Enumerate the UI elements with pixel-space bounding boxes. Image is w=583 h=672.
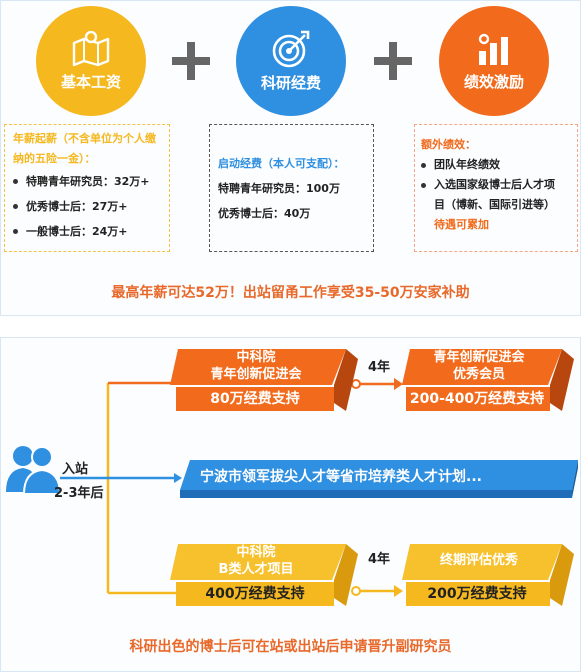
- salary-heading: 年薪起薪（不含单位为个人缴: [13, 132, 156, 145]
- row3-right-bot: 200万经费支持: [427, 586, 527, 602]
- bar-chart-icon: [478, 33, 508, 65]
- research-fund-circle: 科研经费: [236, 6, 346, 116]
- row1-right-mid: 优秀会员: [452, 367, 505, 382]
- target-icon: [272, 30, 310, 67]
- fund-line: 优秀博士后：40万: [218, 207, 311, 220]
- people-icon: [6, 446, 62, 495]
- row3-arrow-label: 4年: [368, 552, 391, 567]
- basic-salary-label: 基本工资: [60, 72, 121, 91]
- plus-icon: [172, 42, 210, 80]
- basic-salary-circle: 基本工资: [36, 6, 146, 116]
- map-icon: [72, 30, 110, 66]
- row1-left-top: 中科院: [236, 350, 276, 365]
- salary-item: 特聘青年研究员：32万+: [13, 169, 161, 194]
- perf-item-cont: 目（博新、国际引进等）: [434, 198, 555, 211]
- salary-item: 一般博士后：24万+: [13, 219, 161, 244]
- performance-box: 额外绩效： 团队年终绩效 入选国家级博士后人才项 目（博新、国际引进等） 待遇可…: [414, 124, 578, 252]
- period-label: 2-3年后: [54, 486, 104, 501]
- research-fund-label: 科研经费: [260, 73, 321, 92]
- row1-right-top: 青年创新促进会: [433, 350, 525, 365]
- row2-text: 宁波市领军拔尖人才等省市培养类人才计划...: [200, 469, 482, 485]
- row3-left-bot: 400万经费支持: [205, 586, 305, 602]
- fund-heading: 启动经费（本人可支配）：: [218, 157, 345, 170]
- row1-left-mid: 青年创新促进会: [210, 367, 302, 382]
- final-eval-block: [402, 544, 574, 606]
- salary-item: 优秀博士后：27万+: [13, 194, 161, 219]
- row3-left-top: 中科院: [236, 545, 276, 560]
- compensation-summary: 最高年薪可达52万！出站留甬工作享受35-50万安家补助: [111, 285, 470, 301]
- research-fund-box: 启动经费（本人可支配）： 特聘青年研究员：100万 优秀博士后：40万: [209, 124, 374, 252]
- fund-line: 特聘青年研究员：100万: [218, 182, 340, 195]
- youth-excellent-block: [402, 349, 574, 411]
- performance-circle: 绩效激励: [439, 6, 549, 116]
- row1-arrow-label: 4年: [368, 360, 391, 375]
- row3-left-mid: B类人才项目: [218, 562, 294, 577]
- perf-heading: 额外绩效：: [421, 138, 476, 151]
- basic-salary-box: 年薪起薪（不含单位为个人缴 纳的五险一金）： 特聘青年研究员：32万+ 优秀博士…: [4, 124, 170, 252]
- perf-note: 待遇可累加: [434, 218, 489, 231]
- plus-icon: [374, 42, 412, 80]
- perf-item: 团队年终绩效: [421, 155, 571, 175]
- cas-youth-block: [170, 349, 358, 411]
- row3-right-top: 终期评估优秀: [439, 553, 518, 568]
- row1-left-bot: 80万经费支持: [210, 391, 300, 407]
- salary-heading-cont: 纳的五险一金）：: [13, 152, 96, 165]
- performance-label: 绩效激励: [463, 72, 524, 91]
- cas-b-block: [170, 544, 358, 606]
- row1-right-bot: 200-400万经费支持: [409, 391, 545, 407]
- perf-item: 入选国家级博士后人才项: [421, 175, 571, 195]
- enter-label: 入站: [62, 462, 89, 477]
- ningbo-program-bar: [180, 460, 578, 498]
- career-summary: 科研出色的博士后可在站或出站后申请晋升副研究员: [129, 639, 452, 655]
